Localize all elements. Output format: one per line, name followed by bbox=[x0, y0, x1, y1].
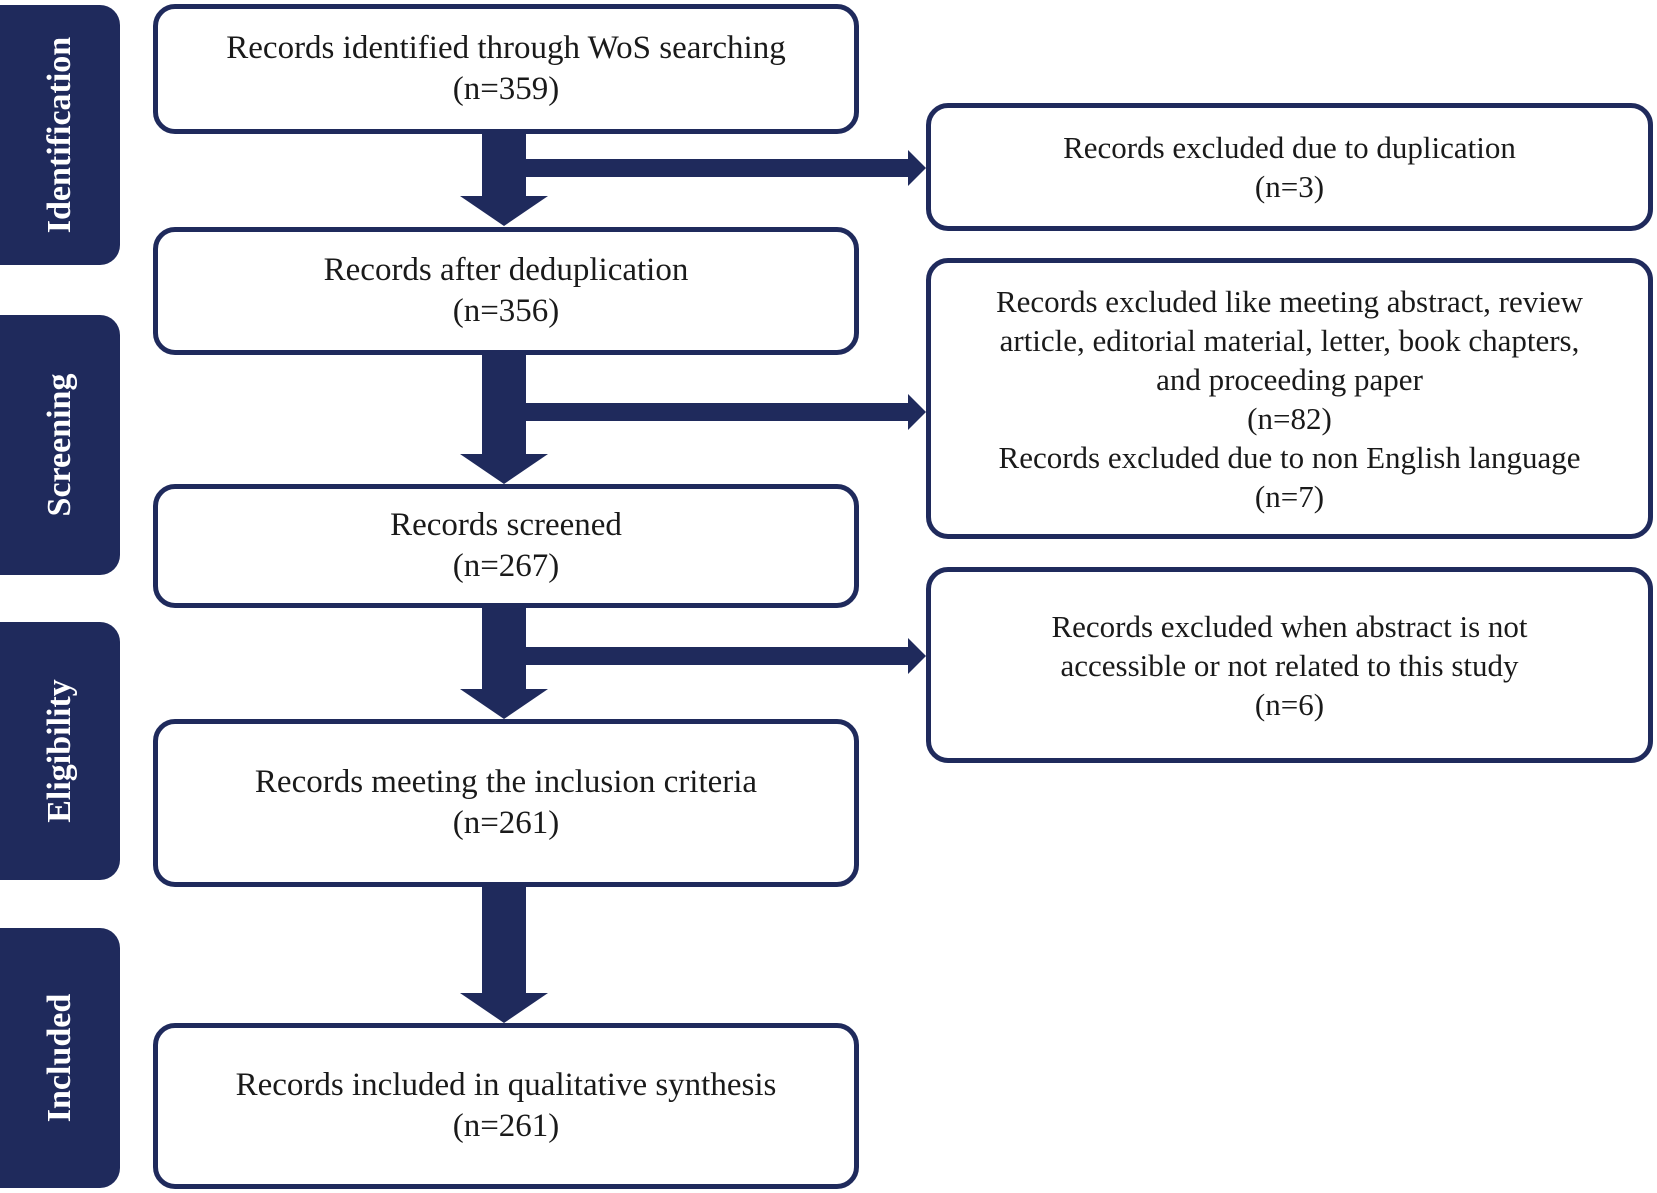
stage-label-included: Included bbox=[0, 928, 120, 1188]
box-included-text: Records included in qualitative synthesi… bbox=[235, 1067, 777, 1103]
excluded-type-line-2: article, editorial material, letter, boo… bbox=[999, 322, 1580, 358]
box-screened-count: (n=267) bbox=[452, 548, 560, 584]
excluded-type-line-5: Records excluded due to non English lang… bbox=[998, 439, 1581, 475]
box-screened: Records screened (n=267) bbox=[153, 484, 859, 608]
stage-label-identification: Identification bbox=[0, 5, 120, 265]
box-screened-text: Records screened bbox=[390, 507, 622, 543]
arrow-shaft-4 bbox=[482, 885, 526, 993]
box-deduplicated-count: (n=356) bbox=[452, 293, 560, 329]
box-eligible-text: Records meeting the inclusion criteria bbox=[254, 764, 758, 800]
arrow-head-2 bbox=[460, 454, 548, 484]
stage-label-screening: Screening bbox=[0, 315, 120, 575]
arrow-shaft-1 bbox=[482, 130, 526, 196]
stage-label-eligibility: Eligibility bbox=[0, 622, 120, 880]
excluded-type-line-4: (n=82) bbox=[1247, 400, 1332, 436]
side-arrow-shaft-1 bbox=[526, 159, 910, 177]
side-arrow-head-1 bbox=[908, 150, 926, 186]
box-identified-text: Records identified through WoS searching bbox=[226, 30, 786, 66]
side-arrow-shaft-3 bbox=[526, 647, 910, 665]
excluded-type-line-3: and proceeding paper bbox=[1156, 361, 1423, 397]
excluded-abstract-line-2: accessible or not related to this study bbox=[1060, 647, 1519, 683]
box-deduplicated-text: Records after deduplication bbox=[323, 252, 689, 288]
box-included: Records included in qualitative synthesi… bbox=[153, 1023, 859, 1189]
box-excluded-type-language: Records excluded like meeting abstract, … bbox=[926, 258, 1653, 539]
excluded-type-line-6: (n=7) bbox=[1254, 478, 1325, 514]
arrow-shaft-3 bbox=[482, 606, 526, 689]
arrow-shaft-2 bbox=[482, 353, 526, 454]
arrow-head-4 bbox=[460, 993, 548, 1023]
box-identified: Records identified through WoS searching… bbox=[153, 4, 859, 134]
excluded-duplicates-line-2: (n=3) bbox=[1254, 169, 1325, 204]
side-arrow-head-3 bbox=[908, 638, 926, 674]
side-arrow-shaft-2 bbox=[526, 403, 910, 421]
box-excluded-abstract: Records excluded when abstract is not ac… bbox=[926, 567, 1653, 763]
box-eligible: Records meeting the inclusion criteria (… bbox=[153, 719, 859, 887]
excluded-type-line-1: Records excluded like meeting abstract, … bbox=[995, 283, 1584, 319]
box-identified-count: (n=359) bbox=[452, 71, 560, 107]
arrow-head-1 bbox=[460, 196, 548, 226]
box-eligible-count: (n=261) bbox=[452, 805, 560, 841]
box-included-count: (n=261) bbox=[452, 1108, 560, 1144]
excluded-duplicates-line-1: Records excluded due to duplication bbox=[1063, 130, 1516, 165]
side-arrow-head-2 bbox=[908, 394, 926, 430]
box-deduplicated: Records after deduplication (n=356) bbox=[153, 227, 859, 355]
box-excluded-duplicates: Records excluded due to duplication (n=3… bbox=[926, 103, 1653, 231]
excluded-abstract-line-3: (n=6) bbox=[1254, 686, 1325, 722]
arrow-head-3 bbox=[460, 689, 548, 719]
excluded-abstract-line-1: Records excluded when abstract is not bbox=[1051, 608, 1528, 644]
